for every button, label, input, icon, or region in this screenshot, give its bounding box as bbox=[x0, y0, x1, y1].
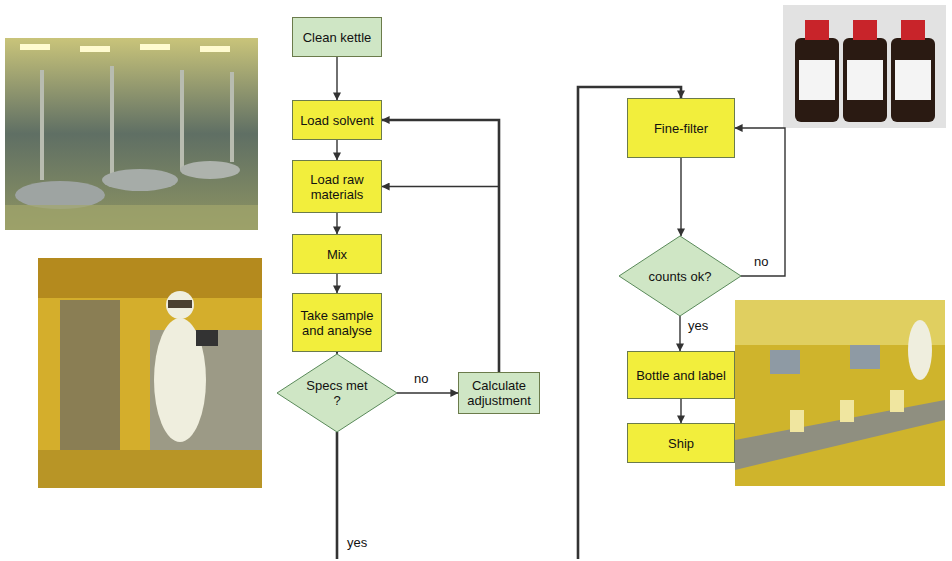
node-text: Load raw materials bbox=[298, 172, 376, 202]
kettle bbox=[15, 181, 105, 209]
device bbox=[196, 330, 218, 346]
node-text: Bottle and label bbox=[636, 368, 726, 383]
ceiling-light bbox=[80, 46, 110, 52]
flow-arrow bbox=[336, 140, 337, 160]
kettle bbox=[102, 169, 178, 191]
diamond-shape bbox=[619, 236, 741, 316]
photo-ground bbox=[783, 5, 946, 128]
bottle-cap bbox=[901, 20, 925, 40]
ceiling-light bbox=[200, 46, 230, 52]
kettle bbox=[180, 161, 240, 179]
flow-arrow bbox=[336, 213, 337, 234]
reactor-photo bbox=[5, 38, 258, 230]
bottle-label bbox=[895, 60, 931, 100]
ceiling-light bbox=[20, 44, 50, 50]
process-box: Mix bbox=[292, 234, 382, 274]
floor bbox=[5, 205, 258, 230]
node-text: counts ok? bbox=[649, 269, 712, 284]
node-text: Load solvent bbox=[300, 113, 374, 128]
conveyor bbox=[735, 400, 945, 470]
bottles-photo bbox=[783, 5, 946, 128]
bottle bbox=[840, 400, 854, 422]
bottling-photo bbox=[735, 300, 945, 486]
decision-diamond: Specs met ? bbox=[277, 354, 397, 432]
process-box: Calculate adjustment bbox=[458, 372, 540, 414]
photo-ground bbox=[5, 38, 258, 230]
operator bbox=[166, 291, 194, 319]
node-text: Specs met ? bbox=[302, 378, 372, 408]
process-box: Take sample and analyse bbox=[292, 293, 382, 352]
node-text: Fine-filter bbox=[654, 121, 708, 136]
node-text: Ship bbox=[668, 436, 694, 451]
flow-arrow bbox=[336, 274, 337, 293]
bottle-cap bbox=[853, 20, 877, 40]
pipe bbox=[180, 70, 184, 170]
bottle-label bbox=[847, 60, 883, 100]
edge-label: yes bbox=[686, 318, 710, 333]
process-box: Load solvent bbox=[292, 100, 382, 140]
process-box: Clean kettle bbox=[292, 17, 382, 57]
process-box: Load raw materials bbox=[292, 160, 382, 213]
flow-arrow bbox=[680, 158, 681, 236]
edge-label: no bbox=[752, 254, 770, 269]
bottle-cap bbox=[805, 20, 829, 40]
pipe bbox=[40, 70, 44, 180]
node-text: Clean kettle bbox=[303, 30, 372, 45]
pipe bbox=[110, 66, 114, 176]
ceiling-light bbox=[140, 44, 170, 50]
flow-arrow bbox=[382, 187, 499, 373]
bottle bbox=[891, 38, 935, 122]
flow-arrow bbox=[382, 120, 499, 372]
node-text: Calculate adjustment bbox=[464, 378, 534, 408]
process-box: Ship bbox=[627, 423, 735, 463]
decision-diamond: counts ok? bbox=[619, 236, 741, 316]
process-box: Fine-filter bbox=[627, 98, 735, 158]
node-text: Mix bbox=[327, 247, 347, 262]
connectors bbox=[337, 57, 785, 559]
screen bbox=[770, 350, 800, 374]
photo-ground bbox=[38, 258, 262, 488]
visor bbox=[168, 300, 192, 308]
screen bbox=[850, 345, 880, 369]
bottle bbox=[843, 38, 887, 122]
bottle bbox=[795, 38, 839, 122]
node-text: Take sample and analyse bbox=[298, 308, 376, 338]
edge-label: yes bbox=[345, 535, 369, 550]
flow-arrow bbox=[397, 392, 458, 393]
wall bbox=[38, 258, 262, 298]
cleanroom-photo bbox=[38, 258, 262, 488]
flow-arrow bbox=[680, 399, 681, 423]
machine bbox=[60, 300, 120, 450]
bottle bbox=[890, 390, 904, 412]
edge-label: no bbox=[412, 371, 430, 386]
photo-ground bbox=[735, 300, 945, 486]
flow-arrow bbox=[679, 316, 680, 351]
process-box: Bottle and label bbox=[627, 351, 735, 399]
pipe bbox=[230, 72, 234, 162]
bottle bbox=[790, 410, 804, 432]
flow-arrow bbox=[336, 57, 337, 100]
bottle-label bbox=[799, 60, 835, 100]
operator bbox=[908, 320, 932, 380]
diamond-shape bbox=[277, 354, 397, 432]
flow-arrow bbox=[735, 128, 785, 276]
floor bbox=[38, 450, 262, 488]
